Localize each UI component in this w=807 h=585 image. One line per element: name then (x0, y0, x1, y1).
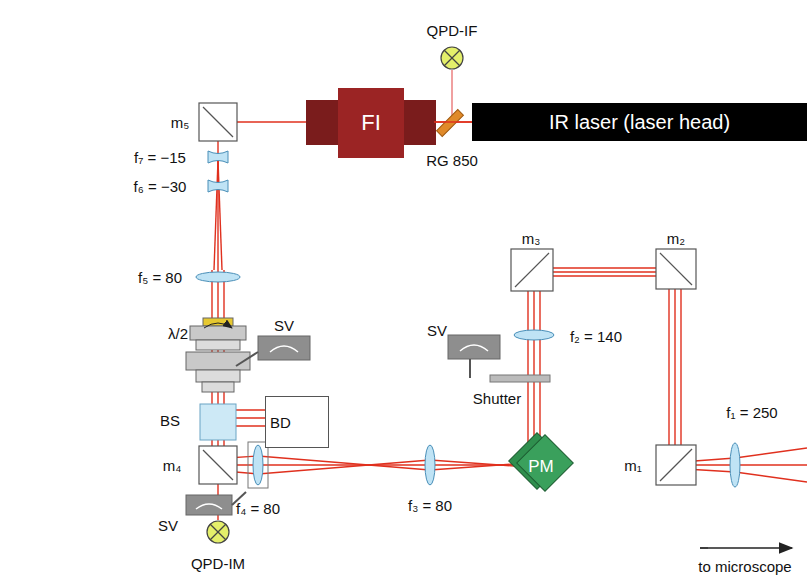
beam-dump: BD (265, 396, 329, 448)
lens-label: f₂ = 140 (570, 328, 622, 345)
waveplate-label: λ/2 (168, 325, 188, 342)
detector (207, 47, 463, 543)
detector-label: QPD-IF (427, 22, 478, 39)
node-text: FI (361, 110, 381, 136)
detector-label: QPD-IM (191, 555, 245, 572)
faraday-isolator: FI (338, 88, 404, 158)
mirror-mounts (199, 103, 696, 485)
servo-label: SV (158, 517, 178, 534)
mirror-label: m₂ (667, 230, 685, 247)
servo (186, 335, 550, 515)
laser-head: IR laser (laser head) (472, 103, 807, 141)
node-text: IR laser (laser head) (549, 111, 730, 134)
beam-connector (434, 121, 472, 123)
filter-label: RG 850 (426, 152, 478, 169)
mirror-label: m₁ (624, 457, 642, 474)
laser-beam (212, 122, 807, 520)
lens-label: f₁ = 250 (726, 404, 777, 421)
node-text: BD (270, 414, 291, 431)
lens-label: f₃ = 80 (408, 497, 452, 514)
splitter-label: BS (160, 412, 180, 429)
shutter-label: Shutter (473, 390, 521, 407)
lenses (196, 151, 740, 487)
mirror-label: m₃ (522, 230, 541, 247)
to-microscope-arrow (700, 548, 792, 549)
filter (437, 110, 464, 137)
prism-mirror: PM (513, 445, 569, 489)
mirror-label: m₄ (163, 457, 182, 474)
servo-label: SV (274, 317, 294, 334)
annotation: to microscope (698, 558, 791, 575)
lens-label: f₄ = 80 (236, 500, 280, 517)
node-text: PM (528, 457, 554, 477)
servo-label: SV (427, 322, 447, 339)
lens-label: f₇ = −15 (134, 149, 186, 166)
lens-frame (248, 442, 268, 488)
lens-label: f₅ = 80 (138, 269, 182, 286)
rotation-stage (186, 318, 250, 440)
mirror-label: m₅ (171, 114, 190, 131)
lens-label: f₆ = −30 (134, 178, 187, 195)
